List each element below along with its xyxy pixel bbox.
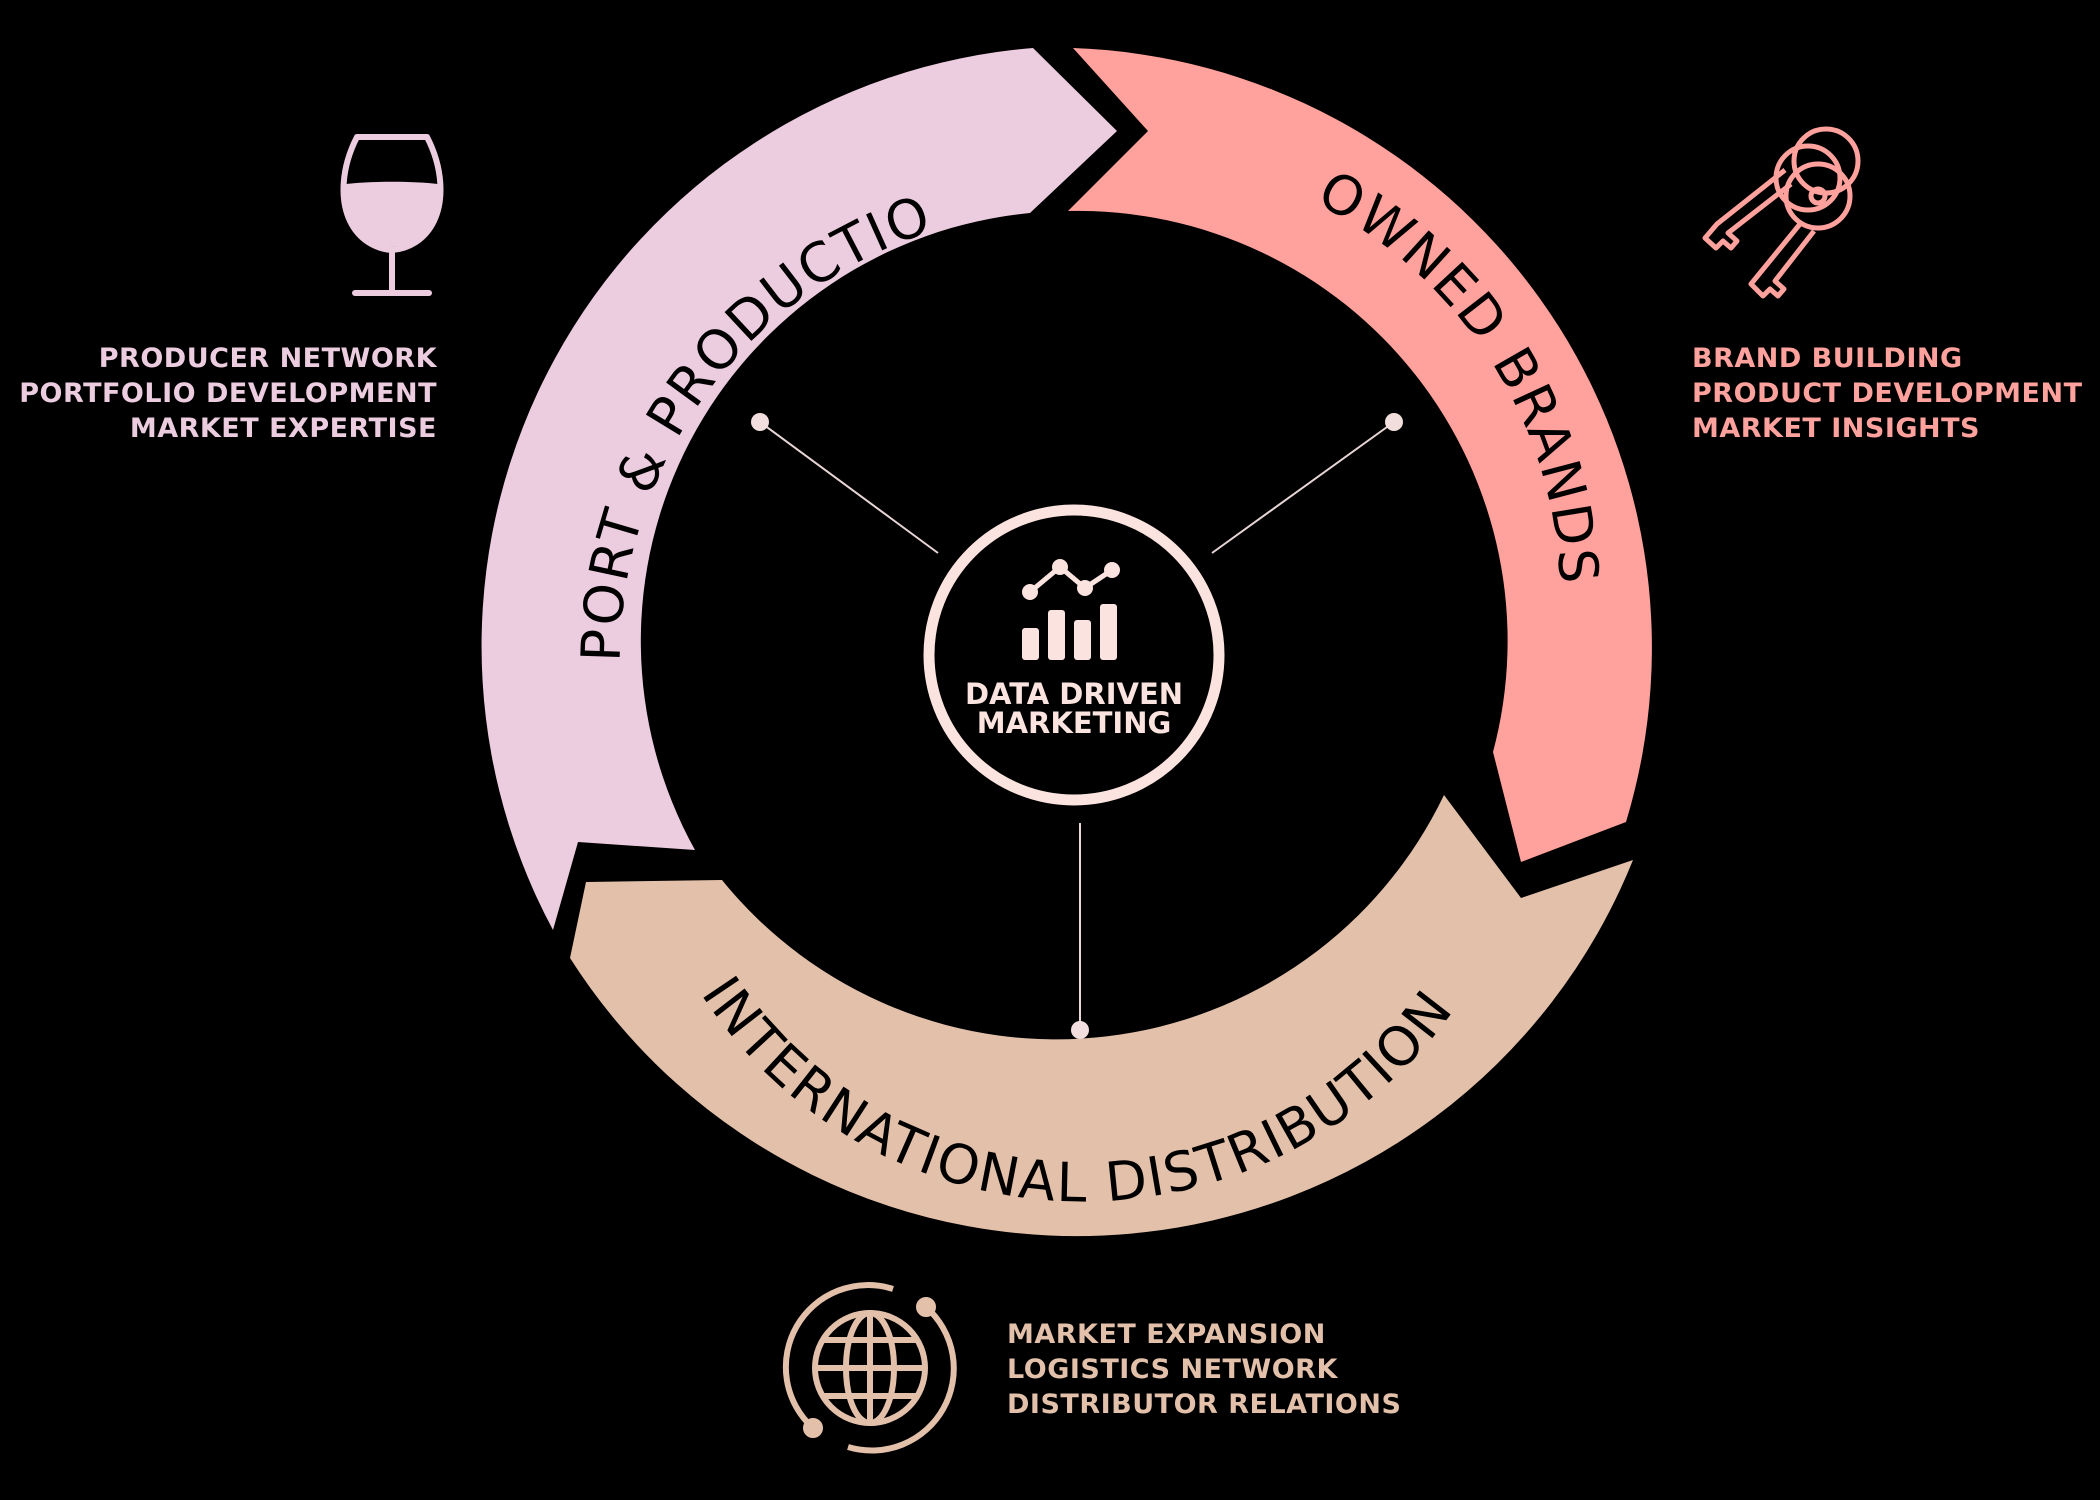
connector-line-left	[759, 421, 939, 554]
globe-icon	[782, 1282, 957, 1454]
connector-line-right	[1211, 421, 1395, 554]
detail-item: PORTFOLIO DEVELOPMENT	[19, 378, 437, 409]
analytics-chart-icon	[1022, 559, 1120, 660]
connector-dot-right	[1385, 413, 1403, 431]
connector-dot-bottom	[1071, 1021, 1089, 1039]
detail-item: MARKET EXPERTISE	[129, 413, 437, 444]
detail-item: PRODUCER NETWORK	[98, 343, 437, 374]
connector-dot-left	[751, 413, 769, 431]
detail-item: PRODUCT DEVELOPMENT	[1692, 378, 2083, 409]
owned-brands-details: BRAND BUILDING PRODUCT DEVELOPMENT MARKE…	[1692, 341, 2083, 446]
segment-import-production	[481, 48, 1117, 930]
wine-glass-icon	[340, 134, 444, 296]
segment-label-import: IMPORT & PRODUCTION	[0, 0, 940, 663]
segment-owned-brands	[1068, 48, 1652, 862]
segment-label-import-text: IMPORT & PRODUCTION	[0, 0, 938, 663]
center-title-line2: MARKETING	[977, 706, 1172, 740]
detail-item: MARKET INSIGHTS	[1692, 413, 1980, 444]
detail-item: BRAND BUILDING	[1692, 343, 1963, 374]
import-production-details: PRODUCER NETWORK PORTFOLIO DEVELOPMENT M…	[19, 341, 437, 446]
international-distribution-details: MARKET EXPANSION LOGISTICS NETWORK DISTR…	[1007, 1317, 1401, 1422]
detail-item: DISTRIBUTOR RELATIONS	[1007, 1389, 1402, 1420]
keys-icon	[1702, 126, 1861, 299]
detail-item: LOGISTICS NETWORK	[1007, 1354, 1338, 1385]
connectors	[759, 421, 1395, 1030]
detail-item: MARKET EXPANSION	[1007, 1319, 1326, 1350]
segment-international-distribution	[570, 795, 1633, 1237]
center-title-line1: DATA DRIVEN	[965, 677, 1183, 711]
